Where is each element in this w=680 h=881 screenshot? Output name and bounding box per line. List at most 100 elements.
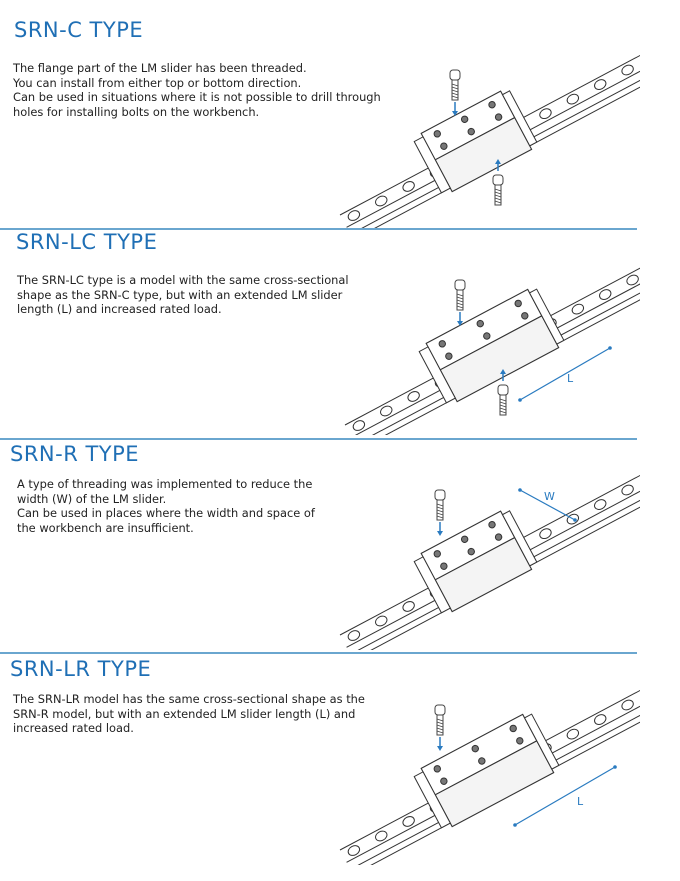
description-line: The SRN-LR model has the same cross-sect… <box>13 692 365 706</box>
mounting-hole <box>445 352 453 360</box>
dimension-end <box>518 488 522 492</box>
rail-hole <box>539 528 552 540</box>
linear-rail <box>344 264 640 435</box>
bolt-head <box>449 69 461 81</box>
slider-end-seal <box>413 771 451 829</box>
srn-lc-rail-illustration: L <box>344 264 640 435</box>
bolt-thread <box>436 506 444 510</box>
rail-hole <box>347 845 361 856</box>
bolt-thread <box>436 509 444 513</box>
rail-hole <box>347 630 361 641</box>
bolt-icon <box>454 279 466 326</box>
rail-hole <box>566 93 580 105</box>
dimension-end <box>518 398 522 402</box>
rail-hole <box>594 79 607 90</box>
rail-hole <box>621 699 634 711</box>
dimension-end <box>573 518 577 522</box>
bolt-icon <box>492 159 504 206</box>
bolt-thread <box>436 724 444 728</box>
mounting-hole <box>514 299 522 308</box>
rail-hole <box>375 615 388 627</box>
rail-hole <box>407 391 420 402</box>
mounting-hole <box>516 737 524 745</box>
bolt-head <box>434 489 446 501</box>
bolt-thread <box>436 730 444 734</box>
bolt-thread <box>499 410 507 414</box>
mounting-hole <box>509 724 517 733</box>
slider-end-seal <box>528 288 565 345</box>
description-line: A type of threading was implemented to r… <box>17 477 313 491</box>
arrow-head-icon <box>437 746 443 751</box>
srn-lr-rail-illustration: L <box>339 689 640 865</box>
section-title-srn-c: SRN-C TYPE <box>14 18 144 42</box>
arrow-head-icon <box>495 159 501 164</box>
bolt-thread <box>456 299 464 303</box>
mounting-hole <box>521 312 529 320</box>
mounting-hole <box>440 777 448 785</box>
rail-hole <box>594 499 607 510</box>
bolt-thread <box>451 95 459 99</box>
bolt-icon <box>434 704 446 751</box>
bolt-thread <box>494 194 502 198</box>
section-divider <box>0 438 637 440</box>
bolt-head <box>454 279 466 291</box>
bolt-thread <box>436 503 444 507</box>
dimension-label: W <box>544 490 555 503</box>
bolt-head <box>434 704 446 716</box>
mounting-hole <box>494 113 503 121</box>
dimension-label: L <box>577 795 584 808</box>
dimension-line <box>514 766 616 826</box>
bolt-head <box>497 384 509 396</box>
description-line: length (L) and increased rated load. <box>17 302 222 317</box>
dimension-line <box>519 489 576 521</box>
mounting-hole <box>433 130 441 138</box>
description-line: holes for installing bolts on the workbe… <box>13 104 260 119</box>
rail-hole <box>380 405 393 417</box>
rail-hole <box>375 195 388 207</box>
section-description-srn-r: A type of threading was implemented to r… <box>17 477 315 535</box>
bolt-thread <box>436 721 444 725</box>
bolt-thread <box>494 197 502 201</box>
bolt-icon <box>497 369 509 416</box>
mounting-hole <box>471 744 479 753</box>
linear-rail <box>339 54 640 230</box>
mounting-hole <box>478 757 486 765</box>
bolt-thread <box>456 296 464 300</box>
rail-hole <box>594 714 607 725</box>
section-divider <box>0 652 637 654</box>
mounting-hole <box>488 521 496 529</box>
bolt-thread <box>456 293 464 297</box>
slider-end-seal <box>418 346 456 404</box>
description-line: width (W) of the LM slider. <box>17 491 167 506</box>
bolt-thread <box>451 92 459 96</box>
section-title-srn-lc: SRN-LC TYPE <box>16 230 158 254</box>
rail-hole <box>402 181 415 192</box>
bolt-thread <box>436 718 444 722</box>
mounting-hole <box>460 535 469 543</box>
bolt-thread <box>436 515 444 519</box>
bolt-thread <box>436 512 444 516</box>
srn-r-rail-illustration: W <box>339 474 640 650</box>
rail-hole <box>626 274 639 286</box>
section-title-srn-lr: SRN-LR TYPE <box>10 657 152 681</box>
bolt-thread <box>494 200 502 204</box>
description-line: the workbench are insufficient. <box>17 520 194 535</box>
mounting-hole <box>433 550 441 558</box>
bolt-thread <box>499 404 507 408</box>
description-line: SRN-R model, but with an extended LM sli… <box>13 706 356 721</box>
rail-hole <box>375 830 388 842</box>
description-line: The SRN-LC type is a model with the same… <box>17 273 349 287</box>
mounting-hole <box>488 101 496 109</box>
rail-hole <box>571 303 585 315</box>
slider-end-seal <box>501 90 538 147</box>
rail-hole <box>352 420 366 431</box>
dimension-label: L <box>567 372 574 385</box>
dimension-end <box>608 346 612 350</box>
bolt-thread <box>494 188 502 192</box>
rail-hole <box>621 484 634 496</box>
rail-hole <box>599 289 612 300</box>
bolt-thread <box>494 191 502 195</box>
section-description-srn-lc: The SRN-LC type is a model with the same… <box>17 273 349 317</box>
description-line: Can be used in situations where it is no… <box>13 90 381 105</box>
bolt-thread <box>499 401 507 405</box>
